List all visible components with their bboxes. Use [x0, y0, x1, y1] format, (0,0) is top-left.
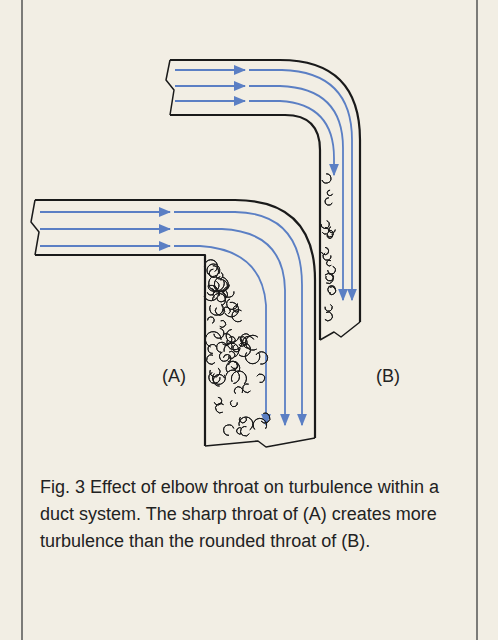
flow-arrow	[40, 245, 170, 247]
flow-arrow	[174, 212, 302, 425]
turbulence-swirl	[327, 260, 332, 266]
turbulence-swirl	[213, 374, 224, 386]
turbulence-swirl	[205, 332, 221, 347]
flow-arrow	[174, 229, 285, 425]
turbulence-swirl	[226, 329, 239, 342]
turbulence-swirl	[325, 274, 333, 284]
turbulence-swirl	[213, 292, 219, 298]
duct-wall	[170, 115, 320, 340]
page-rule	[476, 0, 478, 640]
flow-arrow	[175, 100, 245, 102]
turbulence-swirl	[234, 387, 242, 394]
figure-caption: Fig. 3 Effect of elbow throat on turbule…	[40, 474, 470, 555]
turbulence-swirl	[214, 277, 228, 291]
turbulence-swirl	[321, 221, 329, 229]
turbulence-swirl	[322, 174, 331, 183]
turbulence-swirl	[216, 403, 224, 412]
turbulence-swirl	[322, 247, 329, 254]
turbulence-swirl	[220, 352, 229, 361]
break-line	[31, 200, 39, 255]
duct-wall	[35, 200, 315, 438]
turbulence-swirl	[325, 304, 332, 311]
flow-arrow	[40, 228, 170, 230]
turbulence-swirl	[216, 280, 227, 292]
turbulence-swirl	[328, 266, 336, 273]
turbulence-swirl	[325, 312, 332, 321]
turbulence-swirl	[216, 272, 223, 279]
turbulence-swirl	[226, 370, 239, 383]
turbulence-swirl	[220, 321, 226, 328]
turbulence-swirl	[253, 418, 266, 429]
turbulence-swirl	[214, 328, 224, 338]
flow-arrow	[249, 70, 352, 300]
turbulence-swirl	[208, 317, 215, 323]
duct-wall	[170, 60, 360, 322]
turbulence-swirl	[223, 287, 233, 297]
turbulence-swirl	[217, 342, 227, 352]
turbulence-swirl	[232, 310, 242, 322]
turbulence-swirl	[241, 427, 250, 436]
turbulence-swirl	[239, 343, 251, 357]
break-line	[166, 60, 174, 115]
turbulence-swirl	[243, 384, 251, 393]
part-label: (B)	[376, 366, 400, 387]
break-line	[320, 322, 360, 340]
flow-arrow	[175, 85, 245, 87]
turbulence-swirl	[327, 190, 332, 195]
flow-arrow	[40, 211, 170, 213]
duct-wall	[35, 255, 205, 446]
flow-arrow	[175, 69, 245, 71]
turbulence-swirl	[245, 352, 259, 364]
turbulence-swirl	[257, 374, 265, 382]
turbulence-swirl	[329, 227, 335, 233]
turbulence-swirl	[327, 230, 333, 236]
turbulence-swirl	[223, 307, 230, 314]
turbulence-swirl	[210, 368, 220, 377]
turbulence-swirl	[227, 336, 242, 349]
turbulence-swirl	[213, 374, 226, 385]
turbulence-swirl	[256, 352, 268, 364]
turbulence-swirl	[245, 335, 257, 350]
turbulence-swirl	[231, 362, 238, 369]
turbulence-swirl	[325, 198, 332, 205]
flow-arrow	[249, 101, 334, 175]
turbulence-swirl	[261, 413, 270, 423]
turbulence-swirl	[239, 417, 253, 430]
turbulence-swirl	[329, 287, 335, 295]
turbulence-swirl	[224, 425, 234, 435]
flow-arrow	[174, 246, 266, 425]
turbulence-swirl	[207, 355, 215, 364]
turbulence-swirl	[208, 266, 218, 277]
flow-arrow	[249, 86, 343, 300]
break-line	[205, 438, 315, 447]
part-label: (A)	[162, 366, 186, 387]
turbulence-swirl	[229, 351, 235, 358]
turbulence-swirl	[217, 293, 226, 302]
page-rule	[21, 0, 23, 640]
turbulence-swirl	[214, 277, 229, 292]
turbulence-swirl	[230, 400, 237, 406]
